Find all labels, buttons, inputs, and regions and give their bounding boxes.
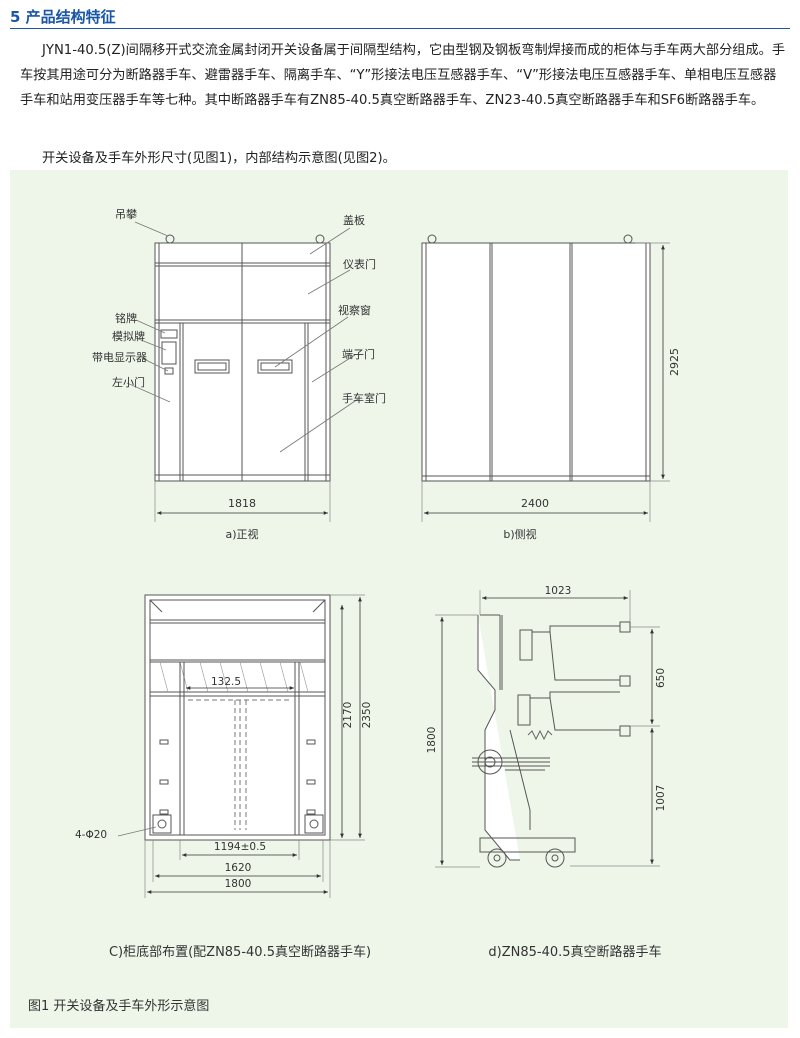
dim-inner-rail: 132.5 [211, 676, 241, 688]
nameplate-mark [160, 329, 178, 339]
dim-bottom-w1: 1194±0.5 [214, 841, 266, 853]
label-cover: 盖板 [343, 213, 365, 227]
front-view-labels: 吊攀 盖板 仪表门 铭牌 视察窗 模拟牌 带电显示器 端子门 左小门 手车室门 … [92, 208, 386, 541]
side-view [421, 234, 670, 522]
view-window-right [257, 359, 293, 374]
bottom-frame-outline [144, 594, 331, 841]
paragraph-reference: 开关设备及手车外形尺寸(见图1)，内部结构示意图(见图2)。 [42, 151, 396, 166]
view-window-left [194, 359, 230, 374]
dim-bottom-h1: 2170 [342, 702, 354, 729]
label-view-window: 视察窗 [338, 303, 371, 317]
dim-bottom-h2: 2350 [361, 702, 373, 729]
indicator-mark [164, 367, 174, 375]
dim-cart-lower: 1007 [655, 785, 667, 812]
side-cabinet-outline [421, 242, 651, 482]
section-rule [10, 28, 790, 29]
dim-front-width: 1818 [228, 497, 256, 510]
label-left-small-door: 左小门 [112, 375, 145, 389]
label-lifting-lug: 吊攀 [115, 208, 137, 221]
breaker-cart [435, 590, 660, 868]
label-live-indicator: 带电显示器 [92, 351, 147, 364]
label-terminal-door: 端子门 [342, 347, 375, 361]
caption-bottom-layout: C)柜底部布置(配ZN85-40.5真空断路器手车) [109, 944, 371, 960]
lifting-lug-right [315, 234, 325, 244]
dim-cart-upper: 650 [655, 668, 667, 688]
bottom-layout-labels: 132.5 2170 2350 4-Φ20 1194±0.5 1620 1800… [75, 676, 373, 960]
dim-cart-top: 1023 [545, 585, 572, 597]
dim-side-height: 2925 [668, 348, 681, 376]
section-number: 5 [10, 8, 21, 26]
dim-side-width: 2400 [521, 497, 549, 510]
label-cart-room-door: 手车室门 [342, 391, 386, 405]
dim-cart-height: 1800 [426, 727, 438, 754]
label-meter-door: 仪表门 [343, 257, 376, 271]
lifting-lug-left [165, 234, 175, 244]
figure-caption: 图1 开关设备及手车外形示意图 [28, 998, 209, 1014]
caption-side-view: b)侧视 [503, 527, 536, 541]
dim-bottom-w2: 1620 [225, 862, 252, 874]
mimic-board-mark [161, 341, 177, 365]
label-mimic-board: 模拟牌 [112, 329, 145, 343]
caption-front-view: a)正视 [225, 527, 258, 541]
paragraph-intro: JYN1-40.5(Z)间隔移开式交流金属封闭开关设备属于间隔型结构，它由型钢及… [20, 43, 786, 108]
section-title: 5 产品结构特征 [10, 6, 116, 27]
figure-drawing: 吊攀 盖板 仪表门 铭牌 视察窗 模拟牌 带电显示器 端子门 左小门 手车室门 … [28, 208, 681, 1014]
bottom-layout [117, 594, 365, 898]
dim-holes: 4-Φ20 [75, 829, 107, 841]
side-view-labels: 2400 2925 b)侧视 [503, 348, 681, 541]
breaker-cart-labels: 1023 650 1007 1800 d)ZN85-40.5真空断路器手车 [426, 585, 667, 960]
caption-breaker-cart: d)ZN85-40.5真空断路器手车 [488, 944, 661, 960]
front-view [126, 221, 359, 522]
dim-bottom-w3: 1800 [225, 878, 252, 890]
label-nameplate: 铭牌 [115, 311, 137, 325]
section-heading: 产品结构特征 [25, 8, 116, 26]
figure-panel: 吊攀 盖板 仪表门 铭牌 视察窗 模拟牌 带电显示器 端子门 左小门 手车室门 … [10, 170, 788, 1028]
